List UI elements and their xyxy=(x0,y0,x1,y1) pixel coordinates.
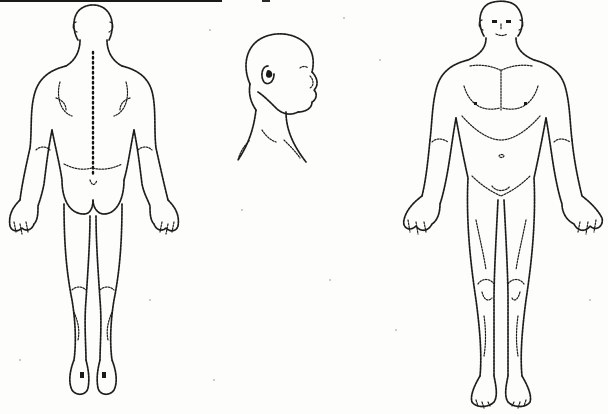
paper-texture xyxy=(19,17,591,381)
body-front-icon xyxy=(404,1,603,408)
head-profile-icon xyxy=(238,34,317,162)
body-back-icon xyxy=(10,5,179,394)
